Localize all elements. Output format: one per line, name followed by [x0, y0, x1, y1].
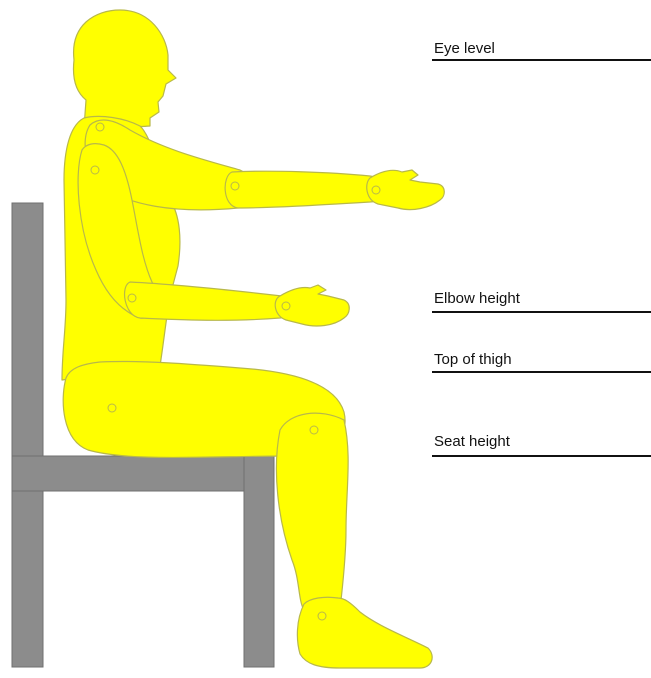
seat-height-label: Seat height: [434, 433, 510, 451]
hand-lowered: [275, 285, 349, 326]
eye-level-label: Eye level: [434, 40, 495, 58]
elbow-height-line: [432, 311, 651, 313]
top-of-thigh-line: [432, 371, 651, 373]
eye-level-line: [432, 59, 651, 61]
lower-leg: [276, 413, 348, 610]
forearm-lowered: [125, 282, 296, 320]
chair-seat: [12, 456, 274, 491]
top-of-thigh-label: Top of thigh: [434, 351, 512, 369]
hand-raised: [367, 170, 445, 210]
chair-backrest: [12, 203, 43, 667]
seat-height-line: [432, 455, 651, 457]
foot: [297, 597, 432, 668]
chair-front-leg: [244, 456, 274, 667]
elbow-height-label: Elbow height: [434, 290, 520, 308]
head: [74, 10, 177, 128]
